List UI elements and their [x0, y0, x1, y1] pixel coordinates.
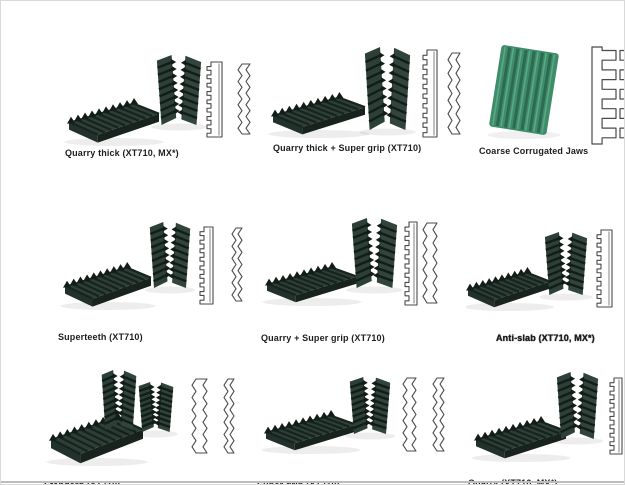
- product-cell-superteeth: Superteeth (XT710): [41, 177, 251, 357]
- jaw-plate-render-illustration: [262, 218, 438, 306]
- product-cell-quarry-thick: Quarry thick (XT710, MX*): [41, 17, 251, 177]
- product-label: Coarse Corrugated Jaws: [479, 146, 589, 156]
- jaw-plate-render-illustration: [261, 377, 445, 454]
- bottom-divider-line: [1, 481, 624, 483]
- product-cell-anti-slab: Anti-slab (XT710, MX*): [466, 177, 624, 357]
- product-cell-super-grip: Super grip (XT710): [251, 357, 466, 484]
- product-label: Quarry thick (XT710, MX*): [65, 148, 179, 158]
- product-cell-standard: Standard (XT710): [41, 357, 251, 484]
- product-label: Quarry + Super grip (XT710): [261, 333, 385, 343]
- jaw-plate-render-illustration: [268, 47, 461, 138]
- jaw-plate-render-illustration: [60, 222, 243, 310]
- jaw-plate-render-illustration: [466, 229, 613, 311]
- product-cell-quarry-thick-super-grip: Quarry thick + Super grip (XT710): [251, 17, 466, 177]
- product-cell-quarry: Quarry (XT710, MX*): [466, 357, 624, 484]
- product-label: Superteeth (XT710): [58, 332, 143, 342]
- product-cell-coarse-corrugated: Coarse Corrugated Jaws: [466, 17, 624, 177]
- jaw-plate-render-illustration: [64, 55, 251, 146]
- product-cell-quarry-super-grip: Quarry + Super grip (XT710): [251, 177, 466, 357]
- corrugated-plate-illustration: [487, 45, 624, 145]
- product-label: Anti-slab (XT710, MX*): [496, 333, 595, 343]
- product-label: Quarry thick + Super grip (XT710): [273, 143, 422, 153]
- jaw-plate-render-illustration: [46, 370, 235, 466]
- jaw-plate-render-illustration: [471, 372, 623, 462]
